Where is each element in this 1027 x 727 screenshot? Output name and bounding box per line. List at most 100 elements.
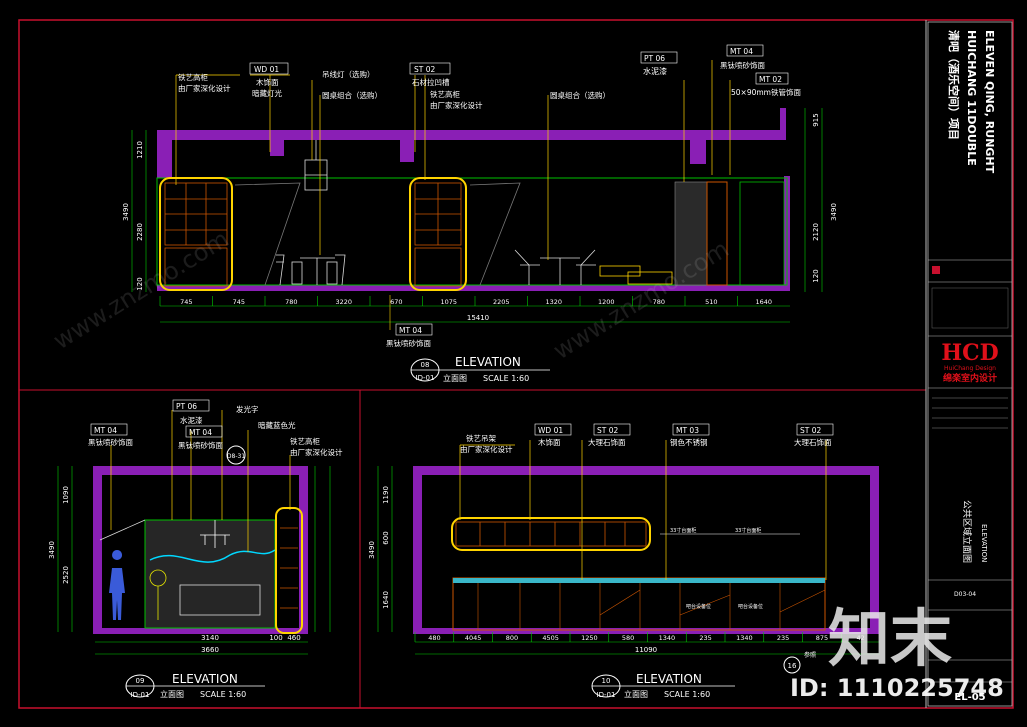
dim-left-1-10: 1190	[382, 486, 390, 504]
view-title-en-09: ELEVATION	[172, 672, 238, 686]
label-hidden-light: 暗藏灯光	[252, 88, 282, 98]
project-name-en-1: HUICHANG 11DOUBLE	[965, 30, 978, 166]
label-luminous-text: 发光字	[236, 404, 259, 414]
plant-icon	[149, 569, 167, 620]
dim-10-0: 480	[428, 634, 440, 642]
stamp-icon	[932, 266, 940, 274]
iron-hanging-rack	[451, 517, 651, 551]
dim-total-10: 11090	[635, 646, 657, 654]
label-black-titanium-09a: 黑钛喷砂饰面	[88, 437, 133, 447]
dim-08-4: 670	[390, 298, 402, 306]
dim-10-5: 580	[622, 634, 634, 642]
dim-09-b: 100	[269, 634, 282, 642]
dim-08-7: 1320	[546, 298, 563, 306]
dim-09-c: 460	[287, 634, 300, 642]
inner-note-2: 33寸台面柜	[735, 527, 761, 534]
view-number-09: 09	[136, 677, 145, 685]
label-stone-groove: 石材拉凹槽	[412, 77, 450, 87]
project-name-en-2: ELEVEN QING, RUNGHT	[983, 30, 996, 174]
label-iron-cabinet-2-note: 由厂家深化设计	[430, 100, 483, 110]
dim-left-3-10: 1640	[382, 591, 390, 609]
dim-10-2: 800	[506, 634, 518, 642]
iron-cabinet-mid	[409, 177, 467, 291]
iron-cabinet-left	[159, 177, 233, 291]
dim-08-6: 2205	[493, 298, 510, 306]
drawing-number: EL-05	[954, 692, 985, 703]
material-code-st02-10b: ST 02	[800, 426, 821, 435]
dim-10-3: 4505	[542, 634, 559, 642]
drawing-name-cn: 公共区域立面图	[961, 500, 973, 563]
dim-10-7: 235	[699, 634, 711, 642]
elevation-tag-08: 08 ID-01 ELEVATION 立面图 SCALE 1:60	[410, 355, 550, 383]
view-title-cn-09: 立面图	[160, 689, 184, 699]
material-code-wd01-10: WD 01	[538, 426, 563, 435]
dim-left-2-10: 600	[382, 531, 390, 544]
material-code-pt06: PT 06	[644, 54, 665, 63]
material-code-mt04-bottom: MT 04	[399, 326, 422, 335]
dim-left-1-09: 1090	[62, 486, 70, 504]
label-dining-set-2: 圆桌组合（选购）	[550, 90, 610, 100]
label-iron-cabinet-note: 由厂家深化设计	[178, 83, 231, 93]
watermark-brand-large: 知末	[828, 602, 952, 675]
dim-08-5: 1075	[441, 298, 458, 306]
label-iron-rack: 铁艺吊架	[466, 433, 496, 443]
dim-left-1-08: 1210	[136, 141, 144, 159]
inner-note-1: 33寸台面柜	[670, 527, 696, 534]
dim-right-3-08: 120	[812, 269, 820, 282]
title-block: 清吧（酒乐空间）项目 HUICHANG 11DOUBLE ELEVEN QING…	[927, 21, 1013, 707]
dim-08-8: 1200	[598, 298, 615, 306]
bar-counter	[452, 577, 826, 631]
inner-note-3: 吧台设备位	[686, 603, 711, 610]
label-marble-10b: 大理石饰面	[794, 437, 832, 447]
dim-left-total-10: 3490	[368, 541, 376, 559]
label-wood-finish: 木饰面	[256, 77, 279, 87]
material-code-pt06-09: PT 06	[176, 402, 197, 411]
label-iron-cabinet-2: 铁艺高柜	[430, 89, 460, 99]
dim-08-9: 780	[653, 298, 665, 306]
label-iron-cabinet-09: 铁艺高柜	[290, 436, 320, 446]
ceiling-slab	[157, 130, 705, 140]
view-ref-09: ID-01	[131, 691, 150, 699]
title-block-rows	[932, 397, 1008, 429]
material-code-st02-10a: ST 02	[597, 426, 618, 435]
label-black-titanium-09b: 黑钛喷砂饰面	[178, 440, 223, 450]
elevation-tag-10: 10 ID-01 ELEVATION 立面图 SCALE 1:60	[591, 672, 735, 699]
dim-total-08: 15410	[467, 314, 489, 322]
dim-left-2-09: 2520	[62, 566, 70, 584]
material-code-mt03: MT 03	[676, 426, 699, 435]
callout-tag-label: 16	[788, 662, 797, 670]
view-number-08: 08	[421, 361, 430, 369]
section-tag-icon: D8-31	[226, 445, 246, 465]
section-tag-label: D8-31	[227, 453, 245, 460]
elevation-09: MT 04 黑钛喷砂饰面 PT 06 水泥漆 MT 04 黑钛喷砂饰面 发光字 …	[48, 399, 343, 699]
iron-cabinet-09	[275, 507, 303, 634]
label-wood-finish-10: 木饰面	[538, 437, 561, 447]
view-scale-10: SCALE 1:60	[664, 690, 710, 699]
view-title-cn-08: 立面图	[443, 373, 467, 383]
blue-light-strip	[149, 549, 276, 563]
company-name-cn: 绵楽室内设计	[943, 372, 997, 384]
dim-10-8: 1340	[736, 634, 753, 642]
material-code-mt02: MT 02	[759, 75, 782, 84]
watermark-id: ID: 1110225748	[790, 674, 1004, 702]
dim-10-6: 1340	[659, 634, 676, 642]
elevation-08: 铁艺高柜 由厂家深化设计 WD 01 木饰面 暗藏灯光 吊线灯（选购） 圆桌组合…	[122, 44, 838, 383]
material-code-mt04-09b: MT 04	[189, 428, 212, 437]
dim-10-9: 235	[777, 634, 789, 642]
dim-08-3: 3220	[336, 298, 353, 306]
dim-right-total-08: 3490	[830, 203, 838, 221]
dim-09-a: 3140	[201, 634, 219, 642]
dim-10-1: 4045	[465, 634, 482, 642]
dim-10-4: 1250	[581, 634, 598, 642]
label-black-titanium-bottom: 黑钛喷砂饰面	[386, 338, 431, 348]
dim-right-2-08: 2120	[812, 223, 820, 241]
material-code-st02: ST 02	[414, 65, 435, 74]
material-code-mt04: MT 04	[730, 47, 753, 56]
view-title-cn-10: 立面图	[624, 689, 648, 699]
material-code-mt04-09a: MT 04	[94, 426, 117, 435]
view-ref-08: ID-01	[416, 374, 435, 382]
view-ref-10: ID-01	[597, 691, 616, 699]
